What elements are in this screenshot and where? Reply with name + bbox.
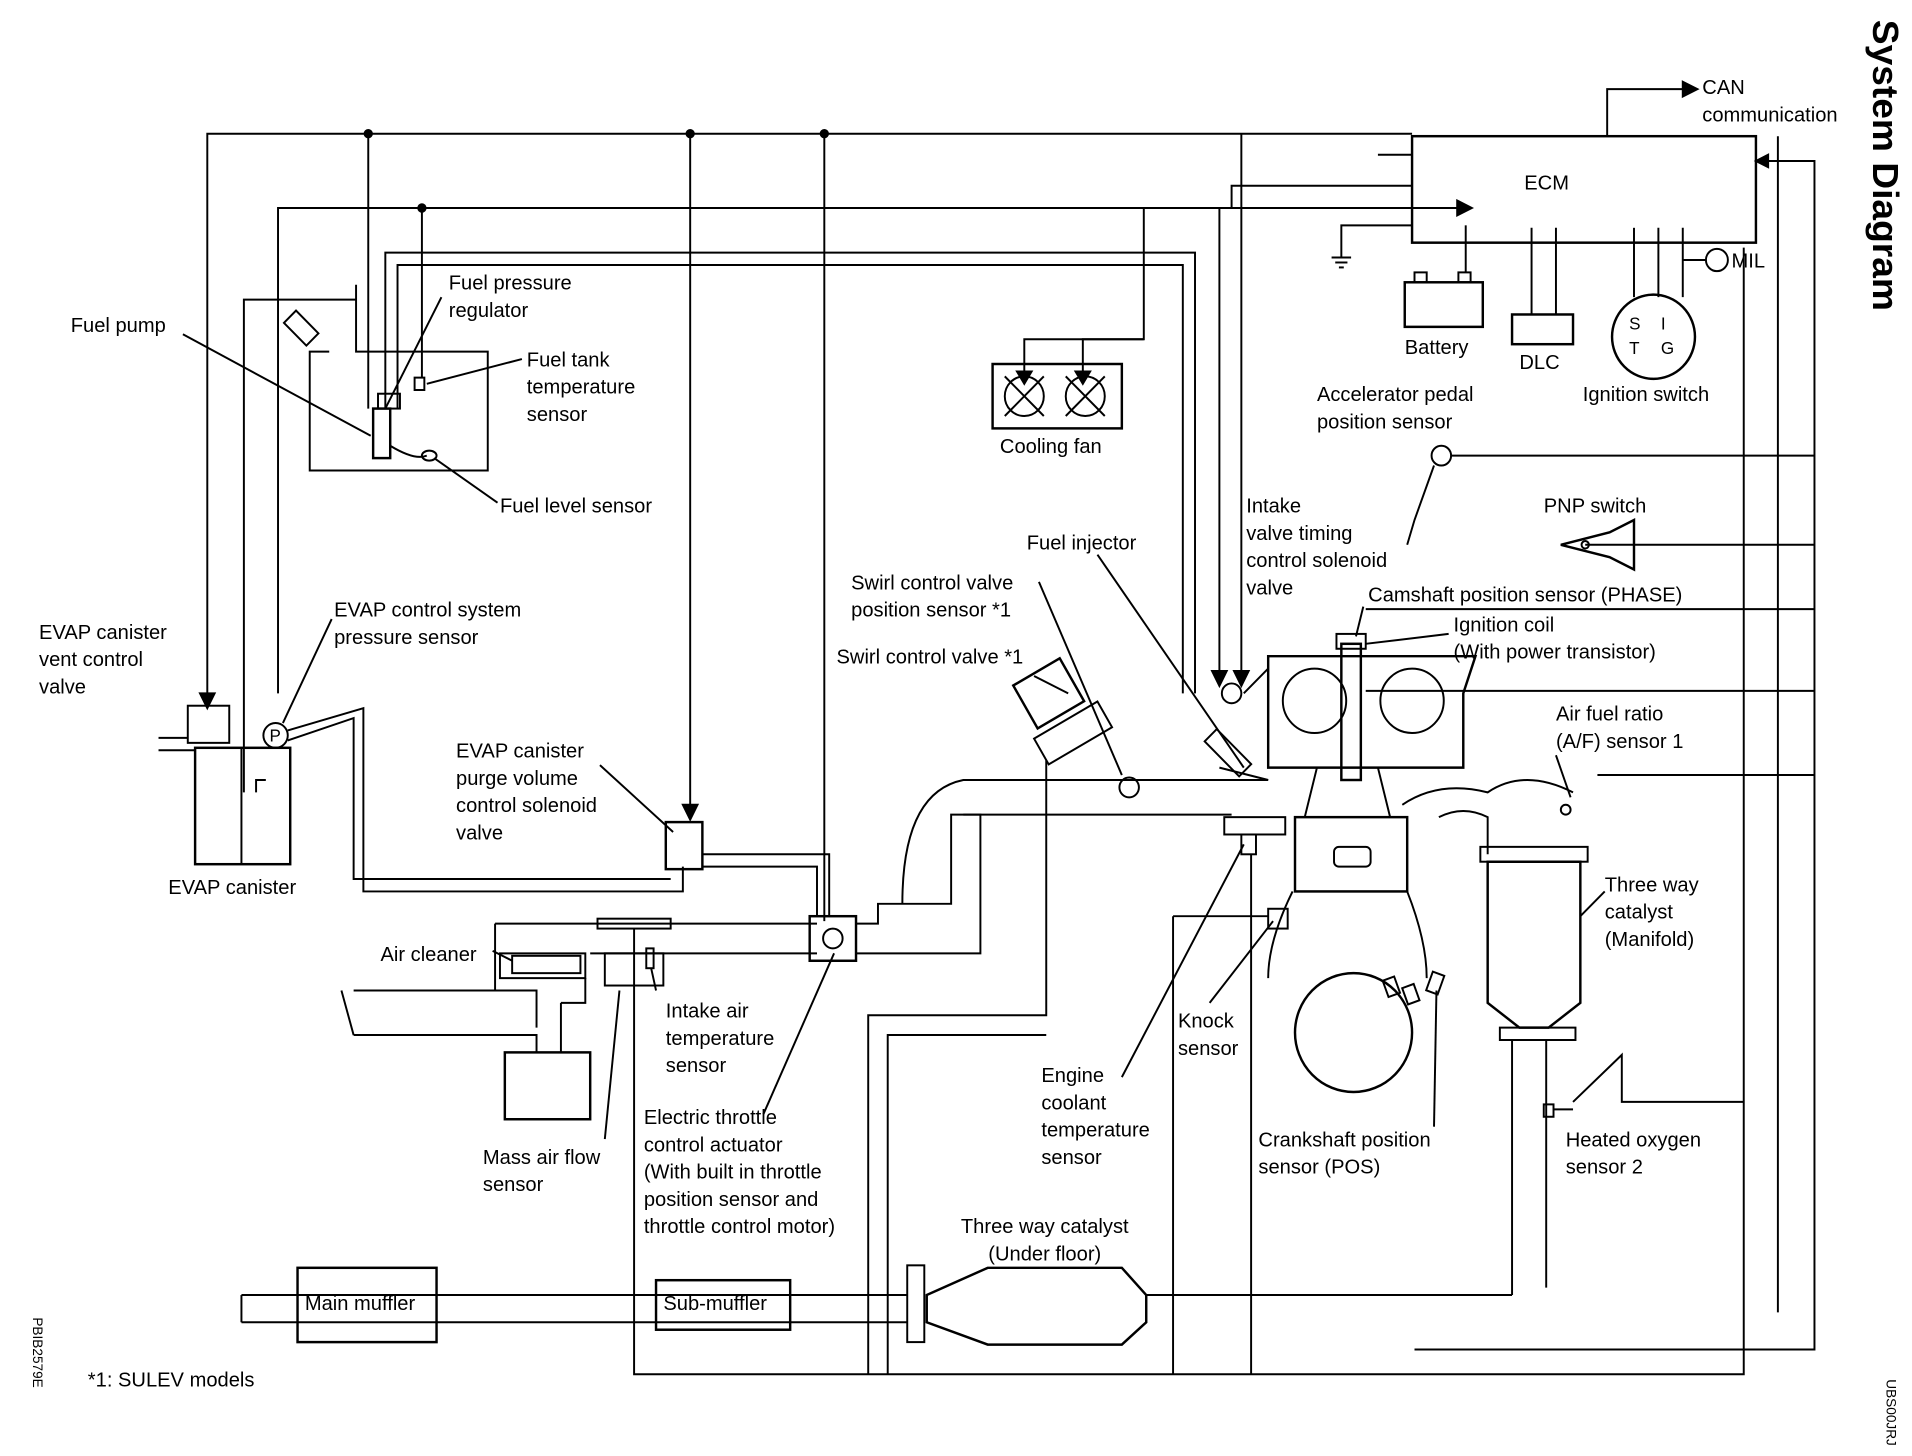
switch-g: G xyxy=(1660,338,1675,358)
mass-air-flow-box xyxy=(503,1051,592,1121)
af-sensor-label: Air fuel ratio (A/F) sensor 1 xyxy=(1555,703,1684,753)
battery-box xyxy=(1403,281,1485,329)
ignition-switch-label: Ignition switch xyxy=(1582,383,1710,407)
manifold-catalyst xyxy=(1486,860,1582,1029)
main-muffler-label: Main muffler xyxy=(304,1292,416,1315)
top-harness-1 xyxy=(206,132,1413,694)
three-way-catalyst-underfloor-label: Three way catalyst (Under floor) xyxy=(960,1215,1129,1266)
switch-i: I xyxy=(1660,313,1666,334)
evap-purge-valve-label: EVAP canister purge volume control solen… xyxy=(456,740,597,845)
ignition-switch-body xyxy=(1610,293,1697,381)
switch-s: S xyxy=(1629,313,1641,334)
fuel-tank xyxy=(308,284,489,472)
throttle-body xyxy=(808,914,858,963)
page-title: System Diagram xyxy=(1864,19,1905,311)
switch-t: T xyxy=(1629,338,1640,358)
manifold-catalyst-flange-top xyxy=(1479,845,1589,863)
cooling-fan-label: Cooling fan xyxy=(999,435,1102,459)
sub-muffler-label: Sub-muffler xyxy=(663,1292,767,1315)
swirl-valve-pos-sensor-label: Swirl control valve position sensor *1 xyxy=(851,572,1014,622)
dlc-label: DLC xyxy=(1519,351,1560,374)
evap-canister-label: EVAP canister xyxy=(168,876,297,899)
intake-valve-timing-label: Intake valve timing control solenoid val… xyxy=(1246,495,1388,600)
pnp-switch-label: PNP switch xyxy=(1543,495,1647,518)
camshaft-sensor-label: Camshaft position sensor (PHASE) xyxy=(1368,584,1683,607)
evap-pressure-sensor-body xyxy=(262,722,289,749)
main-muffler-box xyxy=(296,1266,438,1344)
fuel-pump-label: Fuel pump xyxy=(70,314,166,337)
fuel-pressure-regulator-label: Fuel pressure regulator xyxy=(448,272,572,322)
mass-air-flow-sensor-label: Mass air flow sensor xyxy=(482,1146,601,1197)
fuel-injector-body xyxy=(1203,727,1253,778)
can-label: CAN communication xyxy=(1702,76,1838,127)
evap-canister-box xyxy=(193,746,292,866)
accel-pedal-sensor-body xyxy=(1430,444,1453,467)
knock-sensor-label: Knock sensor xyxy=(1177,1010,1239,1060)
fuel-level-sensor-label: Fuel level sensor xyxy=(499,495,653,518)
top-harness-2 xyxy=(277,207,1464,694)
engine-coolant-temp-sensor-label: Engine coolant temperature sensor xyxy=(1041,1064,1150,1169)
swirl-valve-body xyxy=(1011,656,1086,731)
can-line xyxy=(1606,88,1683,137)
heated-o2-sensor-label: Heated oxygen sensor 2 xyxy=(1565,1129,1702,1179)
swirl-valve-label: Swirl control valve *1 xyxy=(836,646,1024,669)
mil-label: MIL xyxy=(1731,250,1766,273)
footnote: *1: SULEV models xyxy=(87,1369,255,1392)
throttle-actuator-label: Electric throttle control actuator (With… xyxy=(643,1106,836,1239)
ecm-box xyxy=(1410,134,1758,244)
three-way-catalyst-manifold-label: Three way catalyst (Manifold) xyxy=(1604,874,1699,951)
battery-label: Battery xyxy=(1404,336,1469,360)
crankshaft-pulley xyxy=(1293,971,1414,1094)
cooling-fan-box xyxy=(991,362,1124,430)
underfloor-catalyst xyxy=(925,1266,1148,1346)
fuel-tank-temp-sensor-label: Fuel tank temperature sensor xyxy=(526,349,636,426)
piston xyxy=(1293,815,1409,893)
sub-muffler-box xyxy=(654,1278,792,1331)
dlc-box xyxy=(1510,313,1575,346)
ecm-label: ECM xyxy=(1524,172,1569,195)
corner-code: UBS00JRJ xyxy=(1882,1379,1898,1446)
evap-pressure-sensor-label: EVAP control system pressure sensor xyxy=(334,599,522,649)
accel-pedal-sensor-label: Accelerator pedal position sensor xyxy=(1316,383,1474,434)
pnp-switch-body xyxy=(1560,517,1636,572)
evap-vent-valve-label: EVAP canister vent control valve xyxy=(39,621,167,699)
air-cleaner-label: Air cleaner xyxy=(380,943,477,966)
fuel-injector-label: Fuel injector xyxy=(1026,532,1137,555)
fuel-pump-body xyxy=(371,407,392,460)
engine-head xyxy=(1266,654,1478,769)
right-bus xyxy=(1414,159,1816,1351)
ignition-coil-label: Ignition coil (With power transistor) xyxy=(1453,614,1656,664)
ignition-coil xyxy=(1340,642,1363,782)
purge-valve-box xyxy=(664,820,704,871)
figure-code: PBIB2579E xyxy=(29,1317,44,1388)
crankshaft-sensor-label: Crankshaft position sensor (POS) xyxy=(1258,1129,1431,1179)
intake-air-temp-sensor-label: Intake air temperature sensor xyxy=(665,1000,775,1078)
pressure-mark: P xyxy=(269,725,281,746)
